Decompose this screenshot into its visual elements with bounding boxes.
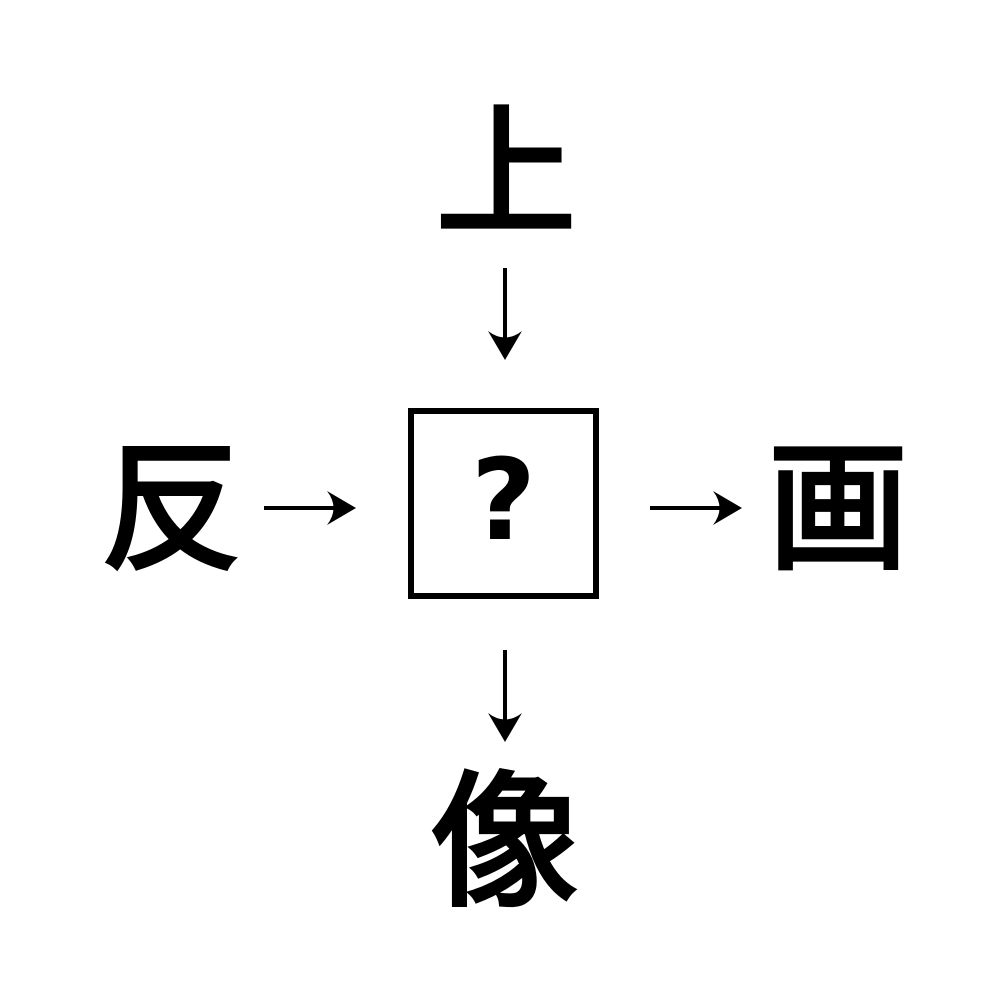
arrow-right-icon [264,491,356,525]
kanji-top: 上 [435,93,577,256]
arrow-down-icon [488,650,522,742]
arrow-right-icon [650,491,742,525]
answer-box: ? [408,408,599,599]
kanji-left: 反 [100,428,242,591]
arrow-down-icon [488,268,522,360]
question-mark: ? [471,435,536,566]
kanji-right: 画 [767,428,909,591]
kanji-bottom: 像 [432,758,578,928]
